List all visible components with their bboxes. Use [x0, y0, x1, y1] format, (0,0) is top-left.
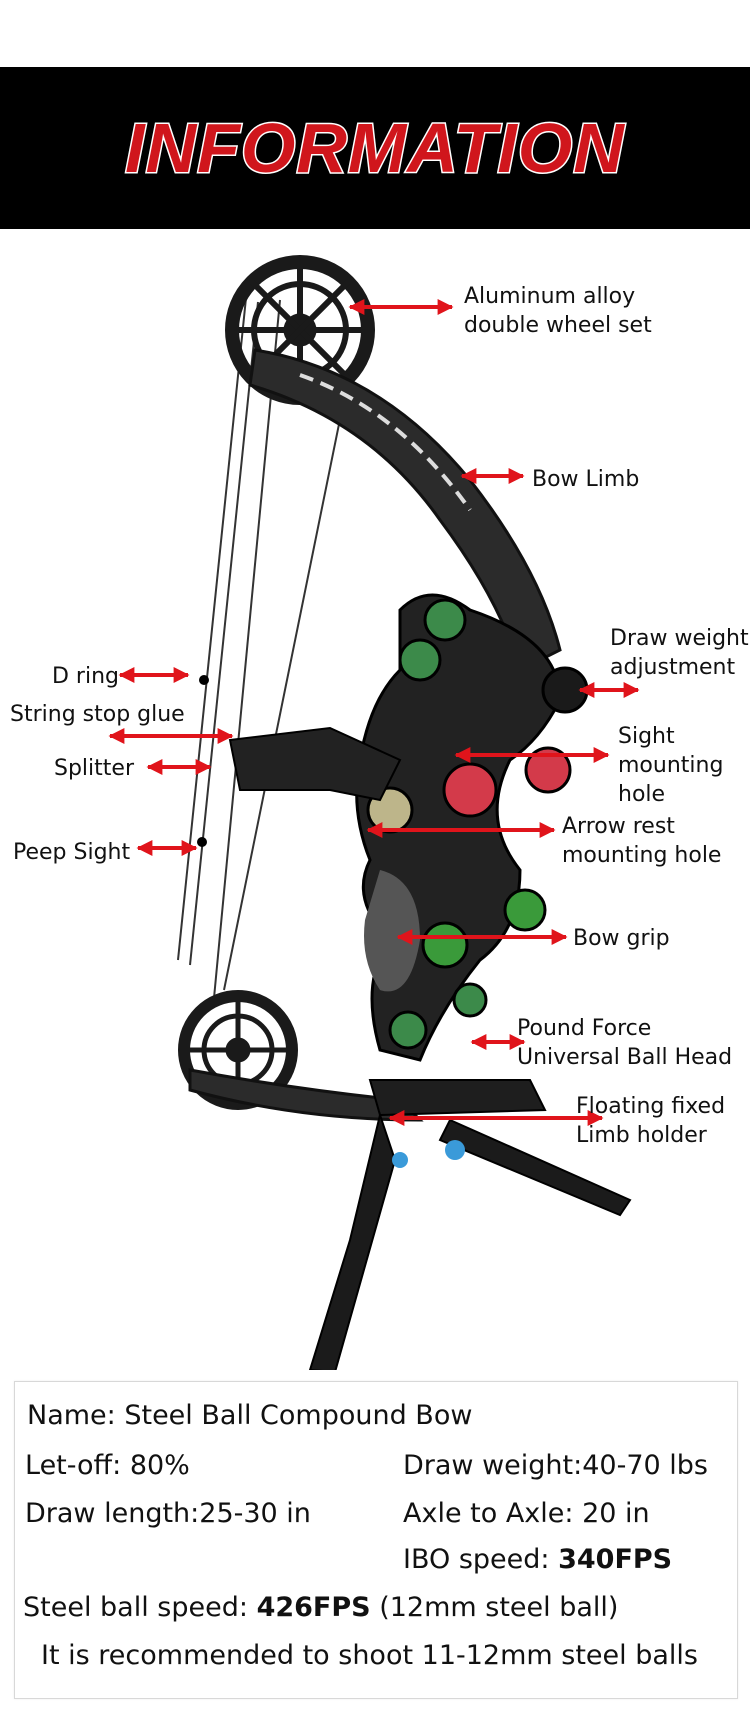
label-floating-limb-holder: Floating fixed Limb holder: [576, 1092, 725, 1150]
label-line: hole: [618, 782, 666, 807]
label-line: Draw weight: [610, 626, 749, 651]
label-line: mounting: [618, 753, 724, 778]
label-line: mounting hole: [562, 843, 722, 868]
label-draw-weight-adjustment: Draw weight adjustment: [610, 624, 749, 682]
spec-steel-speed-value: 426FPS: [256, 1592, 371, 1623]
spec-letoff-label: Let-off:: [25, 1450, 130, 1481]
spec-draw-length-label: Draw length:: [25, 1498, 200, 1529]
label-d-ring: D ring: [52, 664, 119, 689]
spec-draw-length: Draw length:25-30 in: [25, 1496, 311, 1532]
label-pound-force-ball-head: Pound Force Universal Ball Head: [517, 1014, 732, 1072]
spec-draw-weight-label: Draw weight:: [403, 1450, 583, 1481]
spec-draw-length-value: 25-30 in: [199, 1498, 311, 1529]
spec-letoff: Let-off: 80%: [25, 1448, 190, 1484]
spec-ibo-value: 340FPS: [558, 1544, 673, 1575]
label-line: Limb holder: [576, 1123, 707, 1148]
spec-ibo: IBO speed: 340FPS: [403, 1542, 672, 1578]
label-line: Universal Ball Head: [517, 1045, 733, 1070]
spec-panel: Name: Steel Ball Compound Bow Let-off: 8…: [14, 1381, 738, 1699]
bow-illustration: [108, 255, 640, 1370]
header-banner: INFORMATION: [0, 67, 750, 229]
label-line: Sight: [618, 724, 675, 749]
label-bow-grip: Bow grip: [573, 926, 670, 951]
label-line: Pound Force: [517, 1016, 652, 1041]
spec-ibo-label: IBO speed:: [403, 1544, 559, 1575]
label-sight-mounting-hole: Sight mounting hole: [618, 722, 723, 809]
spec-steel-speed: Steel ball speed: 426FPS (12mm steel bal…: [23, 1590, 618, 1626]
label-line: Aluminum alloy: [464, 284, 636, 309]
spec-name: Name: Steel Ball Compound Bow: [27, 1398, 472, 1434]
spec-draw-weight: Draw weight:40-70 lbs: [403, 1448, 708, 1484]
spec-axle: Axle to Axle: 20 in: [403, 1496, 650, 1532]
label-line: Arrow rest: [562, 814, 675, 839]
spec-letoff-value: 80%: [129, 1450, 190, 1481]
label-arrow-rest-mounting-hole: Arrow rest mounting hole: [562, 812, 721, 870]
label-wheel: Aluminum alloy double wheel set: [464, 282, 652, 340]
spec-name-value: Steel Ball Compound Bow: [124, 1400, 473, 1431]
label-peep-sight: Peep Sight: [13, 840, 131, 865]
double-arrow-icon: [108, 299, 640, 1126]
label-splitter: Splitter: [54, 756, 134, 781]
spec-axle-label: Axle to Axle:: [403, 1498, 583, 1529]
spec-steel-speed-note: (12mm steel ball): [370, 1592, 619, 1623]
bottom-wheel: [178, 990, 298, 1110]
spec-draw-weight-value: 40-70 lbs: [582, 1450, 708, 1481]
label-string-stop-glue: String stop glue: [10, 702, 185, 727]
label-bow-limb: Bow Limb: [532, 467, 640, 492]
spec-name-label: Name:: [27, 1400, 125, 1431]
page-title: INFORMATION: [124, 108, 626, 189]
spec-axle-value: 20 in: [582, 1498, 650, 1529]
label-line: adjustment: [610, 655, 736, 680]
spec-recommendation: It is recommended to shoot 11-12mm steel…: [41, 1640, 698, 1671]
label-line: Floating fixed: [576, 1094, 726, 1119]
label-line: double wheel set: [464, 313, 652, 338]
spec-steel-speed-label: Steel ball speed:: [23, 1592, 257, 1623]
